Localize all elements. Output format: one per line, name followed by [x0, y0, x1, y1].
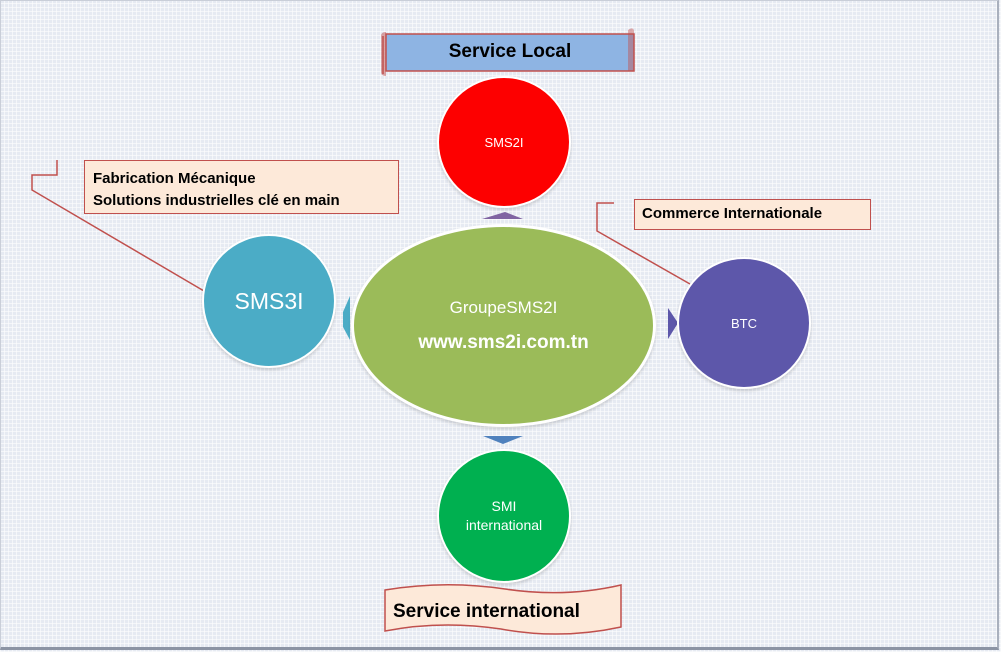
node-sms2i: SMS2I [437, 76, 571, 208]
node-sms2i-label: SMS2I [484, 134, 524, 150]
node-sms3i-label: SMS3I [234, 287, 304, 314]
callout-commerce: Commerce Internationale [634, 199, 871, 230]
service-international-label: Service international [393, 601, 580, 622]
arrow-up [482, 212, 523, 219]
arrow-down [483, 436, 523, 444]
node-btc-label: BTC [731, 315, 757, 331]
node-groupe-sms2i: GroupeSMS2I www.sms2i.com.tn [351, 224, 656, 427]
callout-connectors [31, 160, 691, 292]
callout-fabrication: Fabrication Mécanique Solutions industri… [84, 160, 399, 214]
sms3i-callout-line [31, 160, 205, 292]
arrow-left [343, 296, 350, 340]
callout-fabrication-line2: Solutions industrielles clé en main [93, 192, 340, 209]
node-smi-label-line2: international [465, 517, 543, 533]
service-local-label: Service Local [448, 41, 572, 62]
center-arrows [343, 212, 678, 444]
node-btc: BTC [677, 257, 811, 389]
callout-commerce-label: Commerce Internationale [642, 205, 823, 222]
node-smi-international: SMI international [437, 449, 571, 583]
arrow-right [668, 308, 678, 339]
center-website-url: www.sms2i.com.tn [418, 331, 589, 353]
service-international-banner [384, 584, 622, 635]
node-sms3i: SMS3I [202, 234, 336, 368]
callout-fabrication-line1: Fabrication Mécanique [93, 170, 256, 187]
node-smi-label-line1: SMI [491, 498, 517, 514]
center-group-name: GroupeSMS2I [449, 297, 558, 317]
service-local-banner [381, 28, 635, 76]
btc-callout-line [596, 202, 691, 285]
